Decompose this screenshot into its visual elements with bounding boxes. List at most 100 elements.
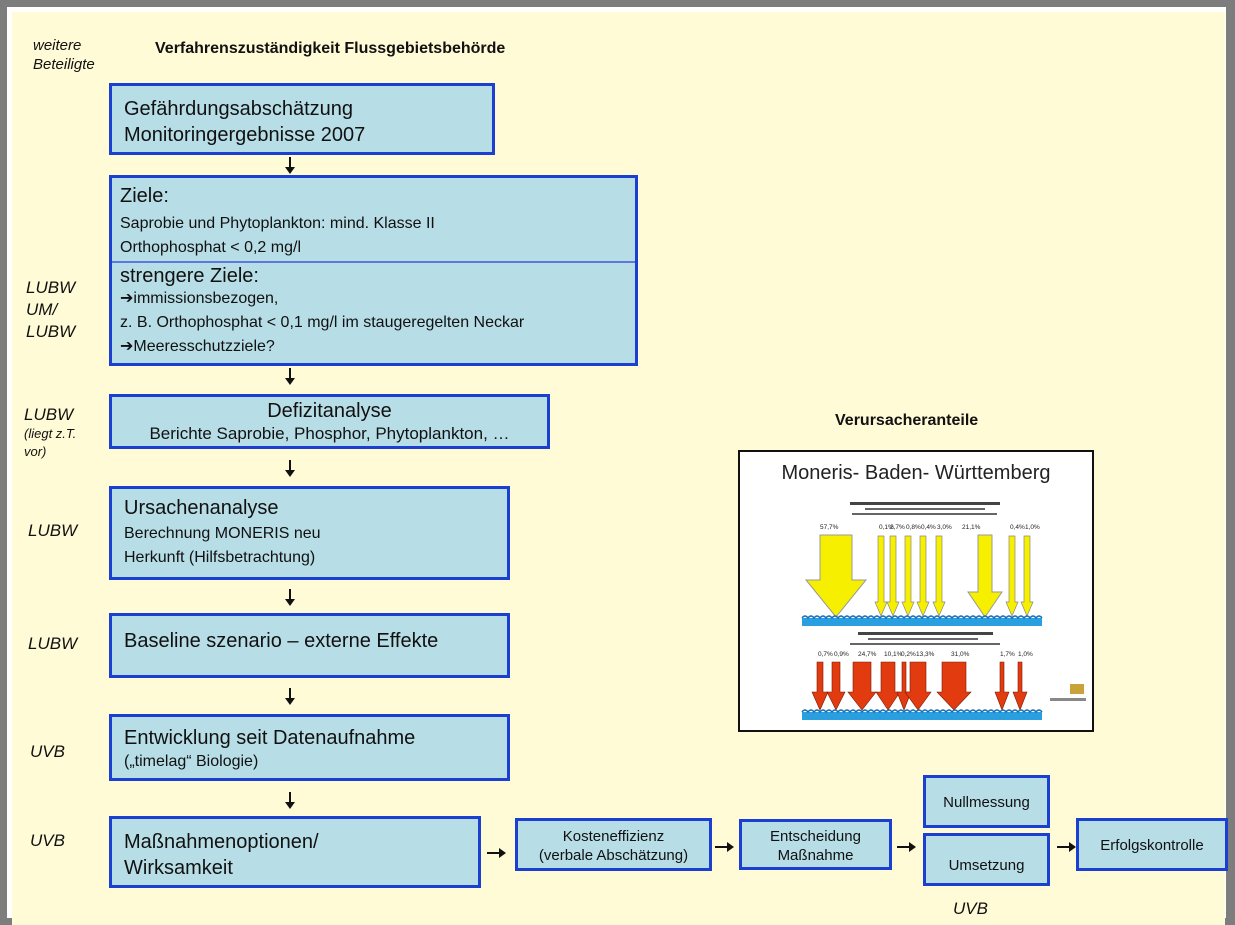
water-band-bottom (802, 712, 1042, 720)
label-lubw-1: LUBW (26, 278, 76, 297)
box-defizit: Defizitanalyse Berichte Saprobie, Phosph… (109, 394, 550, 449)
top-percent-label: 0,8% (906, 524, 921, 531)
strenger-item-2: z. B. Orthophosphat < 0,1 mg/l im stauge… (120, 314, 525, 331)
bottom-percent-label: 0,7% (818, 651, 833, 658)
baseline-line1: Baseline szenario – externe Effekte (124, 630, 439, 652)
box-ziele: Ziele: Saprobie und Phytoplankton: mind.… (109, 175, 638, 366)
yellow-arrow (916, 535, 930, 617)
defizit-line2: Berichte Saprobie, Phosphor, Phytoplankt… (149, 424, 510, 443)
label-lubw-ursache: LUBW (28, 521, 78, 540)
red-arrow (811, 661, 829, 711)
yellow-arrow (1020, 535, 1034, 617)
top-percent-label: 0,4% (921, 524, 936, 531)
arrow-h-2 (715, 842, 734, 852)
box-gefaehrdung: Gefährdungsabschätzung Monitoringergebni… (109, 83, 495, 155)
moneris-title: Moneris- Baden- Württemberg (781, 462, 1051, 484)
yellow-arrow (886, 535, 900, 617)
top-percent-label: 1,0% (1025, 524, 1040, 531)
box-kosten: Kosteneffizienz (verbale Abschätzung) (515, 818, 712, 871)
label-weitere: weitere (33, 37, 82, 54)
yellow-arrows (874, 535, 1034, 617)
kosten-line1: Kosteneffizienz (562, 828, 665, 845)
arrow-5 (285, 688, 295, 705)
label-lubw-baseline: LUBW (28, 634, 78, 653)
erfolg-line1: Erfolgskontrolle (1100, 837, 1204, 854)
red-arrow (875, 661, 901, 711)
label-uvb-entwicklung: UVB (30, 742, 65, 761)
label-uvb-bottom: UVB (953, 899, 988, 918)
entwicklung-line1: Entwicklung seit Datenaufnahme (124, 727, 416, 749)
top-percent-label: 21,1% (962, 524, 981, 531)
top-percent-labels: 57,7%0,1%2,7%0,8%0,4%3,0%21,1%0,4%1,0% (820, 524, 1040, 531)
strenger-item-3: ➔Meeresschutzziele? (120, 336, 524, 358)
header-title: Verfahrenszuständigkeit Flussgebietsbehö… (155, 40, 506, 57)
arrow-4 (285, 589, 295, 606)
top-percent-label: 3,0% (937, 524, 952, 531)
bottom-percent-label: 10,1% (884, 651, 903, 658)
box-nullmessung: Nullmessung (923, 775, 1050, 828)
ursache-line1: Ursachenanalyse (124, 497, 279, 519)
box-entwicklung: Entwicklung seit Datenaufnahme („timelag… (109, 714, 510, 781)
label-lubw-3: LUBW (24, 405, 74, 424)
kosten-line2: (verbale Abschätzung) (538, 847, 689, 864)
baden-wuerttemberg-logo (1050, 684, 1086, 701)
box-ursache: Ursachenanalyse Berechnung MONERIS neu H… (109, 486, 510, 580)
label-beteiligte: Beteiligte (33, 56, 95, 73)
bottom-percent-label: 0,2% (901, 651, 916, 658)
strenger-item-1-text: immissionsbezogen, (133, 290, 279, 307)
red-arrow (896, 661, 912, 711)
entscheidung-line1: Entscheidung (770, 828, 861, 845)
box-massnahmen: Maßnahmenoptionen/ Wirksamkeit (109, 816, 481, 888)
box-umsetzung: Umsetzung (923, 833, 1050, 886)
bottom-percent-label: 13,3% (916, 651, 935, 658)
red-arrow (936, 661, 972, 711)
gefaehrdung-line2: Monitoringergebnisse 2007 (124, 124, 366, 146)
massnahmen-line2: Wirksamkeit (124, 857, 233, 879)
gefaehrdung-line1: Gefährdungsabschätzung (124, 98, 354, 120)
box-entscheidung: Entscheidung Maßnahme (739, 819, 892, 870)
entscheidung-line2: Maßnahme (777, 847, 854, 864)
top-percent-label: 0,4% (1010, 524, 1025, 531)
water-waves-top (801, 615, 1043, 620)
ziele-line2: Orthophosphat < 0,2 mg/l (120, 239, 301, 256)
label-vor: vor) (24, 444, 47, 459)
label-lubw-2: LUBW (26, 322, 76, 341)
moneris-chart: 57,7%0,1%2,7%0,8%0,4%3,0%21,1%0,4%1,0% 0… (801, 502, 1086, 720)
nullmessung-line1: Nullmessung (943, 794, 1030, 811)
ursache-line3: Herkunft (Hilfsbetrachtung) (124, 549, 316, 566)
red-arrow (994, 661, 1010, 711)
box-baseline: Baseline szenario – externe Effekte (109, 613, 510, 678)
ziele-upper: Ziele: Saprobie und Phytoplankton: mind.… (112, 178, 635, 259)
arrow-6 (285, 792, 295, 809)
ursache-line2: Berechnung MONERIS neu (124, 525, 321, 542)
massnahmen-line1: Maßnahmenoptionen/ (124, 831, 319, 853)
entwicklung-line2: („timelag“ Biologie) (124, 753, 259, 770)
moneris-panel: Moneris- Baden- Württemberg 57,7%0,1%2,7… (738, 450, 1094, 732)
arrow-1 (285, 157, 295, 174)
arrow-2 (285, 368, 295, 385)
yellow-arrow-medium (967, 534, 1003, 618)
red-arrow (847, 661, 877, 711)
arrow-h-1 (487, 848, 506, 858)
label-lubw-um: LUBW UM/ LUBW (26, 277, 75, 343)
verursacher-title: Verursacheranteile (835, 412, 979, 429)
label-weitere-beteiligte: weitere Beteiligte (33, 36, 95, 74)
arrow-3 (285, 460, 295, 477)
umsetzung-line1: Umsetzung (948, 857, 1025, 874)
bottom-percent-label: 1,7% (1000, 651, 1015, 658)
strenger-title: strengere Ziele: (120, 265, 259, 287)
box-erfolg: Erfolgskontrolle (1076, 818, 1228, 871)
ziele-divider (112, 261, 635, 263)
yellow-arrow-large (804, 534, 868, 618)
label-liegt: (liegt z.T. (24, 426, 77, 441)
bottom-percent-label: 24,7% (858, 651, 877, 658)
strenger-item-3-text: Meeresschutzziele? (133, 338, 275, 355)
label-uvb-massnahmen: UVB (30, 831, 65, 850)
defizit-line1: Defizitanalyse (267, 400, 392, 422)
water-band-top (802, 618, 1042, 626)
water-waves-bottom (801, 709, 1043, 714)
top-percent-label: 57,7% (820, 524, 839, 531)
yellow-arrow (901, 535, 915, 617)
top-percent-label: 0,1% (879, 524, 894, 531)
bottom-percent-label: 1,0% (1018, 651, 1033, 658)
